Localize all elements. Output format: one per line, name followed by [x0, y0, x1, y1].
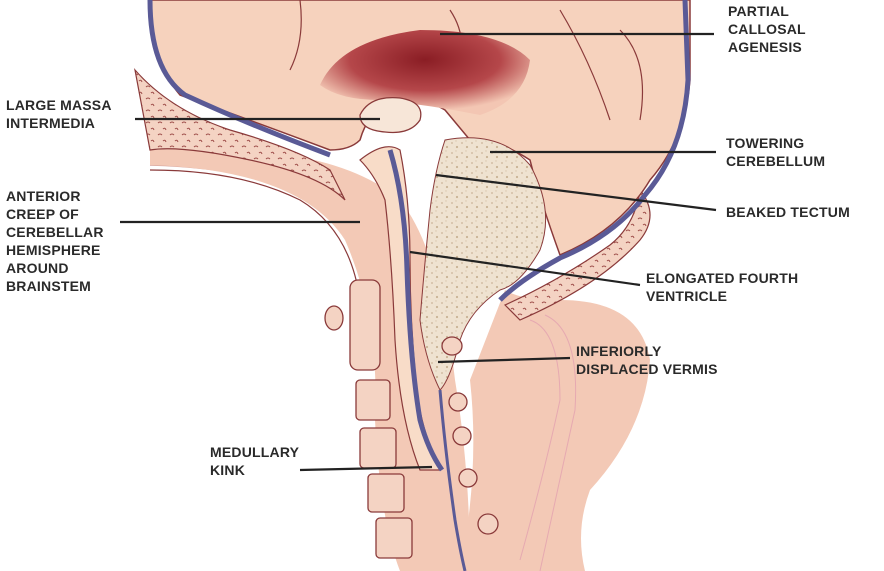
ventricle-dark [320, 30, 530, 115]
cervical-vertebrae [324, 279, 499, 559]
dura-line [147, 0, 331, 158]
fourth-ventricle [387, 149, 445, 472]
label-line: CALLOSAL [728, 21, 806, 37]
label-line: HEMISPHERE [6, 242, 101, 258]
leader-medullary-kink [299, 465, 433, 472]
label-line: LARGE MASSA [6, 97, 112, 113]
spinous-process [324, 305, 344, 331]
label-line: ELONGATED FOURTH [646, 270, 799, 286]
vertebra [359, 427, 397, 469]
label-elongated-fourth-ventricle: ELONGATED FOURTH VENTRICLE [646, 269, 798, 305]
label-line: ANTERIOR [6, 188, 81, 204]
vertebra [349, 279, 381, 371]
posterior-neck-lines [519, 314, 577, 571]
vertebra [367, 473, 405, 513]
skull-base-bone [134, 67, 346, 201]
label-line: VENTRICLE [646, 288, 728, 304]
spinal-canal-posterior [438, 389, 467, 571]
spinous-process [452, 426, 472, 446]
leader-inferiorly-displaced-vermis [437, 356, 571, 364]
spinous-process [448, 392, 468, 412]
vertebra [355, 379, 391, 421]
label-line: AGENESIS [728, 39, 802, 55]
label-line: CREEP OF [6, 206, 79, 222]
leader-beaked-tectum [435, 173, 717, 212]
dura-line-posterior [498, 0, 691, 302]
leader-lines [120, 32, 717, 472]
label-line: DISPLACED VERMIS [576, 361, 718, 377]
label-line: KINK [210, 462, 246, 478]
spinous-process [458, 468, 478, 488]
neck-skin-line [149, 169, 361, 301]
label-line: TOWERING [726, 135, 805, 151]
label-line: INTERMEDIA [6, 115, 96, 131]
label-line: CEREBELLUM [726, 153, 826, 169]
label-large-massa-intermedia: LARGE MASSA INTERMEDIA [6, 96, 112, 132]
label-beaked-tectum: BEAKED TECTUM [726, 203, 850, 221]
massa-intermedia [359, 96, 422, 134]
leader-elongated-fourth-ventricle [409, 250, 641, 287]
label-towering-cerebellum: TOWERING CEREBELLUM [726, 134, 825, 170]
label-medullary-kink: MEDULLARY KINK [210, 443, 299, 479]
occipital-bone [503, 188, 651, 321]
label-line: CEREBELLAR [6, 224, 104, 240]
label-line: MEDULLARY [210, 444, 300, 460]
spinous-process [441, 336, 463, 356]
label-line: PARTIAL [728, 3, 790, 19]
label-inferiorly-displaced-vermis: INFERIORLY DISPLACED VERMIS [576, 342, 718, 378]
label-line: BEAKED TECTUM [726, 204, 850, 220]
vertebra [375, 517, 413, 559]
label-line: BRAINSTEM [6, 278, 92, 294]
label-partial-callosal-agenesis: PARTIAL CALLOSAL AGENESIS [728, 2, 806, 56]
label-anterior-creep: ANTERIOR CREEP OF CEREBELLAR HEMISPHERE … [6, 187, 104, 295]
spinous-process [477, 513, 499, 535]
label-line: AROUND [6, 260, 69, 276]
label-line: INFERIORLY [576, 343, 662, 359]
